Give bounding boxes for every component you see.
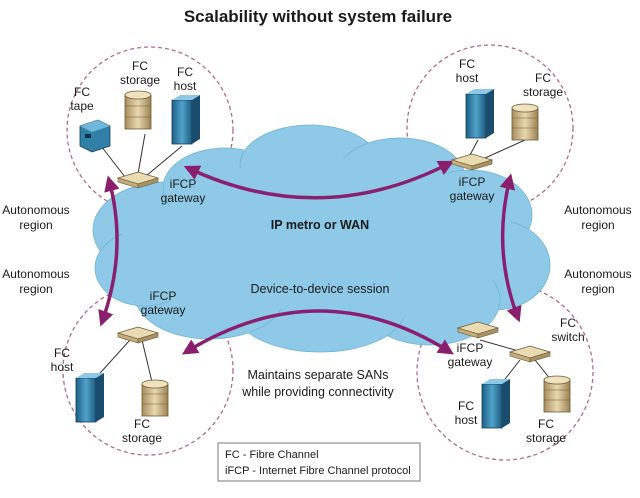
fc-host-icon [481,379,510,429]
region-label-line2: region [581,282,614,296]
tape-label-line1: FC [74,85,90,99]
gateway-label-line2: gateway [448,355,493,369]
arrow-right-gateways [499,173,522,323]
legend: FC - Fibre Channel iFCP - Internet Fibre… [217,442,421,482]
host-label-line2: host [456,71,479,85]
ifcp-gateway-icon [116,326,160,344]
storage-label-line2: storage [523,85,563,99]
region-bottom-left: iFCP gateway FC host FC storage Autonomo… [2,267,185,445]
gateway-label-line1: iFCP [150,289,177,303]
region-label-line1: Autonomous [564,267,631,281]
region-bottom-right: FC switch iFCP gateway FC host FC storag… [448,267,632,445]
fc-switch-icon [508,345,552,363]
legend-line-2: iFCP - Internet Fibre Channel protocol [225,465,411,477]
storage-label-line1: FC [134,417,150,431]
fc-storage-icon [511,103,539,141]
network-label: IP metro or WAN [271,218,369,232]
region-label-line1: Autonomous [564,203,631,217]
host-label-line1: FC [459,57,475,71]
ifcp-gateway-icon [456,321,500,339]
legend-line-1: FC - Fibre Channel [225,449,319,461]
switch-label-line2: switch [551,330,584,344]
note-line-1: Maintains separate SANs [247,368,388,382]
storage-label-line2: storage [122,431,162,445]
host-label-line2: host [455,413,478,427]
region-label-line1: Autonomous [2,203,69,217]
storage-label-line2: storage [120,73,160,87]
host-label-line1: FC [54,346,70,360]
fc-host-icon [171,95,200,145]
gateway-label-line2: gateway [161,191,206,205]
session-label: Device-to-device session [251,282,390,296]
host-label-line1: FC [177,65,193,79]
fc-host-icon [465,89,494,139]
ifcp-gateway-icon [450,153,494,171]
storage-label-line1: FC [535,71,551,85]
region-label-line2: region [19,218,52,232]
fc-storage-icon [124,90,152,130]
tape-label-line2: tape [70,99,94,113]
host-label-line2: host [174,79,197,93]
arrow-top-gateways [183,160,455,200]
region-top-right: FC host FC storage iFCP gateway Autonomo… [450,57,632,232]
gateway-label-line2: gateway [450,189,495,203]
gateway-label-line1: iFCP [459,175,486,189]
gateway-label-line1: iFCP [170,177,197,191]
storage-label-line1: FC [132,59,148,73]
region-label-line2: region [581,218,614,232]
arrow-left-gateways [98,175,120,327]
region-top-left: FC tape FC storage FC host iFCP gateway … [2,59,205,232]
host-label-line2: host [51,360,74,374]
diagram-title: Scalability without system failure [184,7,452,26]
region-label-line1: Autonomous [2,267,69,281]
gateway-label-line1: iFCP [457,341,484,355]
storage-label-line2: storage [526,431,566,445]
fc-tape-icon [79,119,111,153]
fc-storage-icon [543,375,571,413]
region-label-line2: region [19,282,52,296]
note-line-2: while providing connectivity [241,385,394,399]
fc-storage-icon [141,379,169,417]
region-circle-top-left [66,46,234,214]
switch-label-line1: FC [560,316,576,330]
storage-label-line1: FC [538,417,554,431]
fc-host-icon [75,373,104,423]
gateway-label-line2: gateway [141,303,186,317]
ifcp-gateway-icon [116,171,160,189]
host-label-line1: FC [458,399,474,413]
arrow-bottom-gateways [181,309,454,355]
region-circle-top-right [406,44,574,212]
